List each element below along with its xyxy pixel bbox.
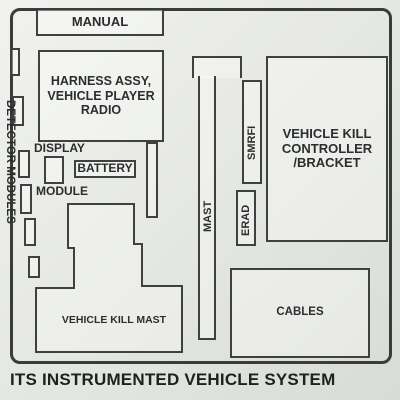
vehicle-kill-controller-box: VEHICLE KILL CONTROLLER /BRACKET [266, 56, 388, 242]
detector-slot-2 [12, 96, 24, 126]
cables-box: CABLES [230, 268, 370, 358]
smrfi-label: SMRFI [246, 125, 258, 160]
cables-label: CABLES [276, 306, 324, 319]
mast-slot [192, 56, 242, 78]
erad-slot [236, 190, 256, 246]
harness-label: HARNESS ASSY, VEHICLE PLAYER RADIO [47, 74, 155, 118]
vehicle-kill-mast-label: VEHICLE KILL MAST [61, 314, 167, 326]
display-slot [44, 156, 64, 184]
detector-slot-6 [28, 256, 40, 278]
manual-slot: MANUAL [36, 10, 164, 36]
placard-footer-title: ITS INSTRUMENTED VEHICLE SYSTEM [10, 370, 336, 389]
manual-label: MANUAL [71, 13, 129, 29]
harness-radio-box: HARNESS ASSY, VEHICLE PLAYER RADIO [38, 50, 164, 142]
vehicle-kill-mast-outline [35, 203, 183, 353]
detector-slot-4 [20, 184, 32, 214]
module-label: MODULE [36, 184, 88, 198]
vehicle-kill-controller-label: VEHICLE KILL CONTROLLER /BRACKET [281, 125, 373, 171]
smrfi-slot [242, 80, 262, 184]
mast-column [198, 76, 216, 340]
detector-slot-3 [18, 150, 30, 178]
erad-label: ERAD [240, 204, 252, 236]
harness-side-slot [146, 142, 158, 218]
battery-label: BATTERY [77, 161, 133, 176]
detector-modules-label: DETECTOR MODULES [4, 100, 16, 224]
mast-label: MAST [202, 200, 214, 232]
diagram-outline [10, 8, 392, 364]
detector-slot-5 [24, 218, 36, 246]
detector-slot-1 [10, 48, 20, 76]
display-label: DISPLAY [34, 141, 85, 155]
battery-box: BATTERY [74, 160, 136, 178]
